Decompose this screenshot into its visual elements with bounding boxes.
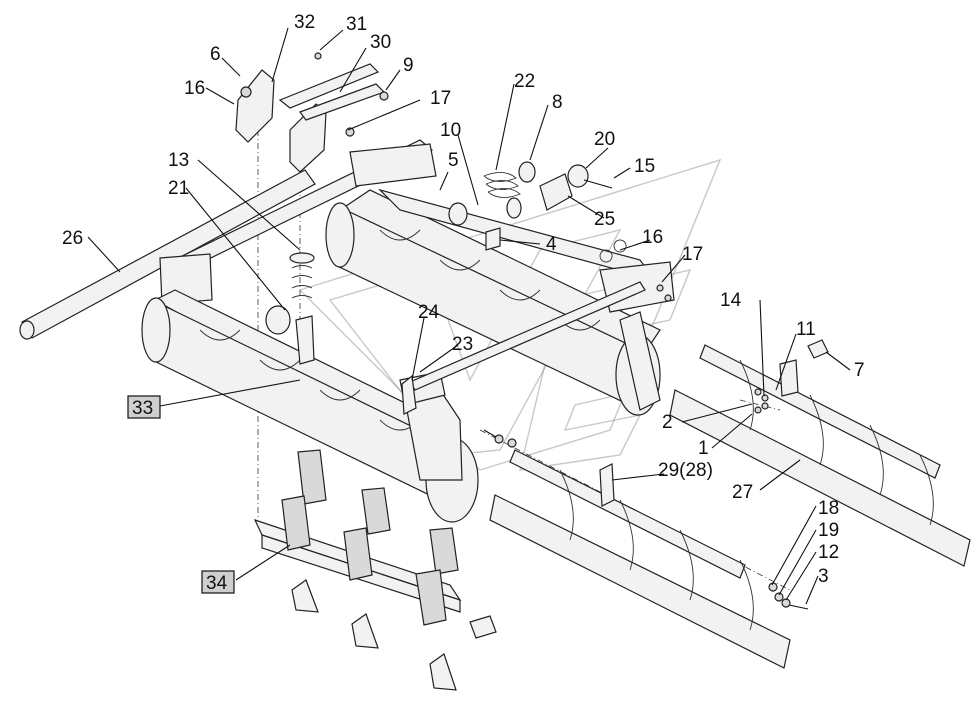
leader-lines xyxy=(87,27,851,605)
callout-16-upper: 16 xyxy=(184,78,205,99)
callout-11: 11 xyxy=(796,319,816,340)
link-rod xyxy=(401,281,646,415)
callout-26: 26 xyxy=(62,228,83,249)
callout-10: 10 xyxy=(440,120,461,141)
callout-33: 33 xyxy=(132,398,153,419)
callout-20: 20 xyxy=(594,129,615,150)
callout-6: 6 xyxy=(210,44,221,65)
callout-12: 12 xyxy=(818,542,839,563)
callout-21: 21 xyxy=(168,178,189,199)
centre-spring xyxy=(265,252,315,365)
callout-17-upper: 17 xyxy=(430,88,451,109)
callout-1: 1 xyxy=(698,438,709,459)
callout-5: 5 xyxy=(448,150,459,171)
callout-30: 30 xyxy=(370,32,391,53)
callout-24: 24 xyxy=(418,302,440,323)
callout-9: 9 xyxy=(403,55,414,76)
callout-29-28: 29(28) xyxy=(658,460,713,481)
top-link-bracket xyxy=(235,52,389,173)
tine-bar-right xyxy=(669,339,971,567)
callout-3: 3 xyxy=(818,566,829,587)
callout-32: 32 xyxy=(294,12,315,33)
callout-19: 19 xyxy=(818,520,839,541)
callout-7: 7 xyxy=(854,360,865,381)
callout-16-lower: 16 xyxy=(642,227,663,248)
callout-34: 34 xyxy=(206,573,228,594)
callout-14: 14 xyxy=(720,290,742,311)
label-box-33 xyxy=(127,395,161,419)
callout-4: 4 xyxy=(546,234,557,255)
spring-parts xyxy=(448,161,613,251)
callout-25: 25 xyxy=(594,209,615,230)
tine-bar-middle xyxy=(489,449,791,669)
callout-2: 2 xyxy=(662,412,673,433)
callout-23: 23 xyxy=(452,334,473,355)
shank-assembly xyxy=(253,449,497,691)
main-tube xyxy=(19,169,316,340)
callout-15: 15 xyxy=(634,156,655,177)
callout-18: 18 xyxy=(818,498,839,519)
callout-13: 13 xyxy=(168,150,189,171)
callout-8: 8 xyxy=(552,92,563,113)
callout-22: 22 xyxy=(514,71,535,92)
callout-17-lower: 17 xyxy=(682,244,703,265)
label-box-34 xyxy=(201,570,235,594)
callout-27: 27 xyxy=(732,482,753,503)
callout-labels: 32 31 30 6 9 16 17 22 8 10 20 13 5 15 21… xyxy=(62,12,865,594)
callout-31: 31 xyxy=(346,14,367,35)
